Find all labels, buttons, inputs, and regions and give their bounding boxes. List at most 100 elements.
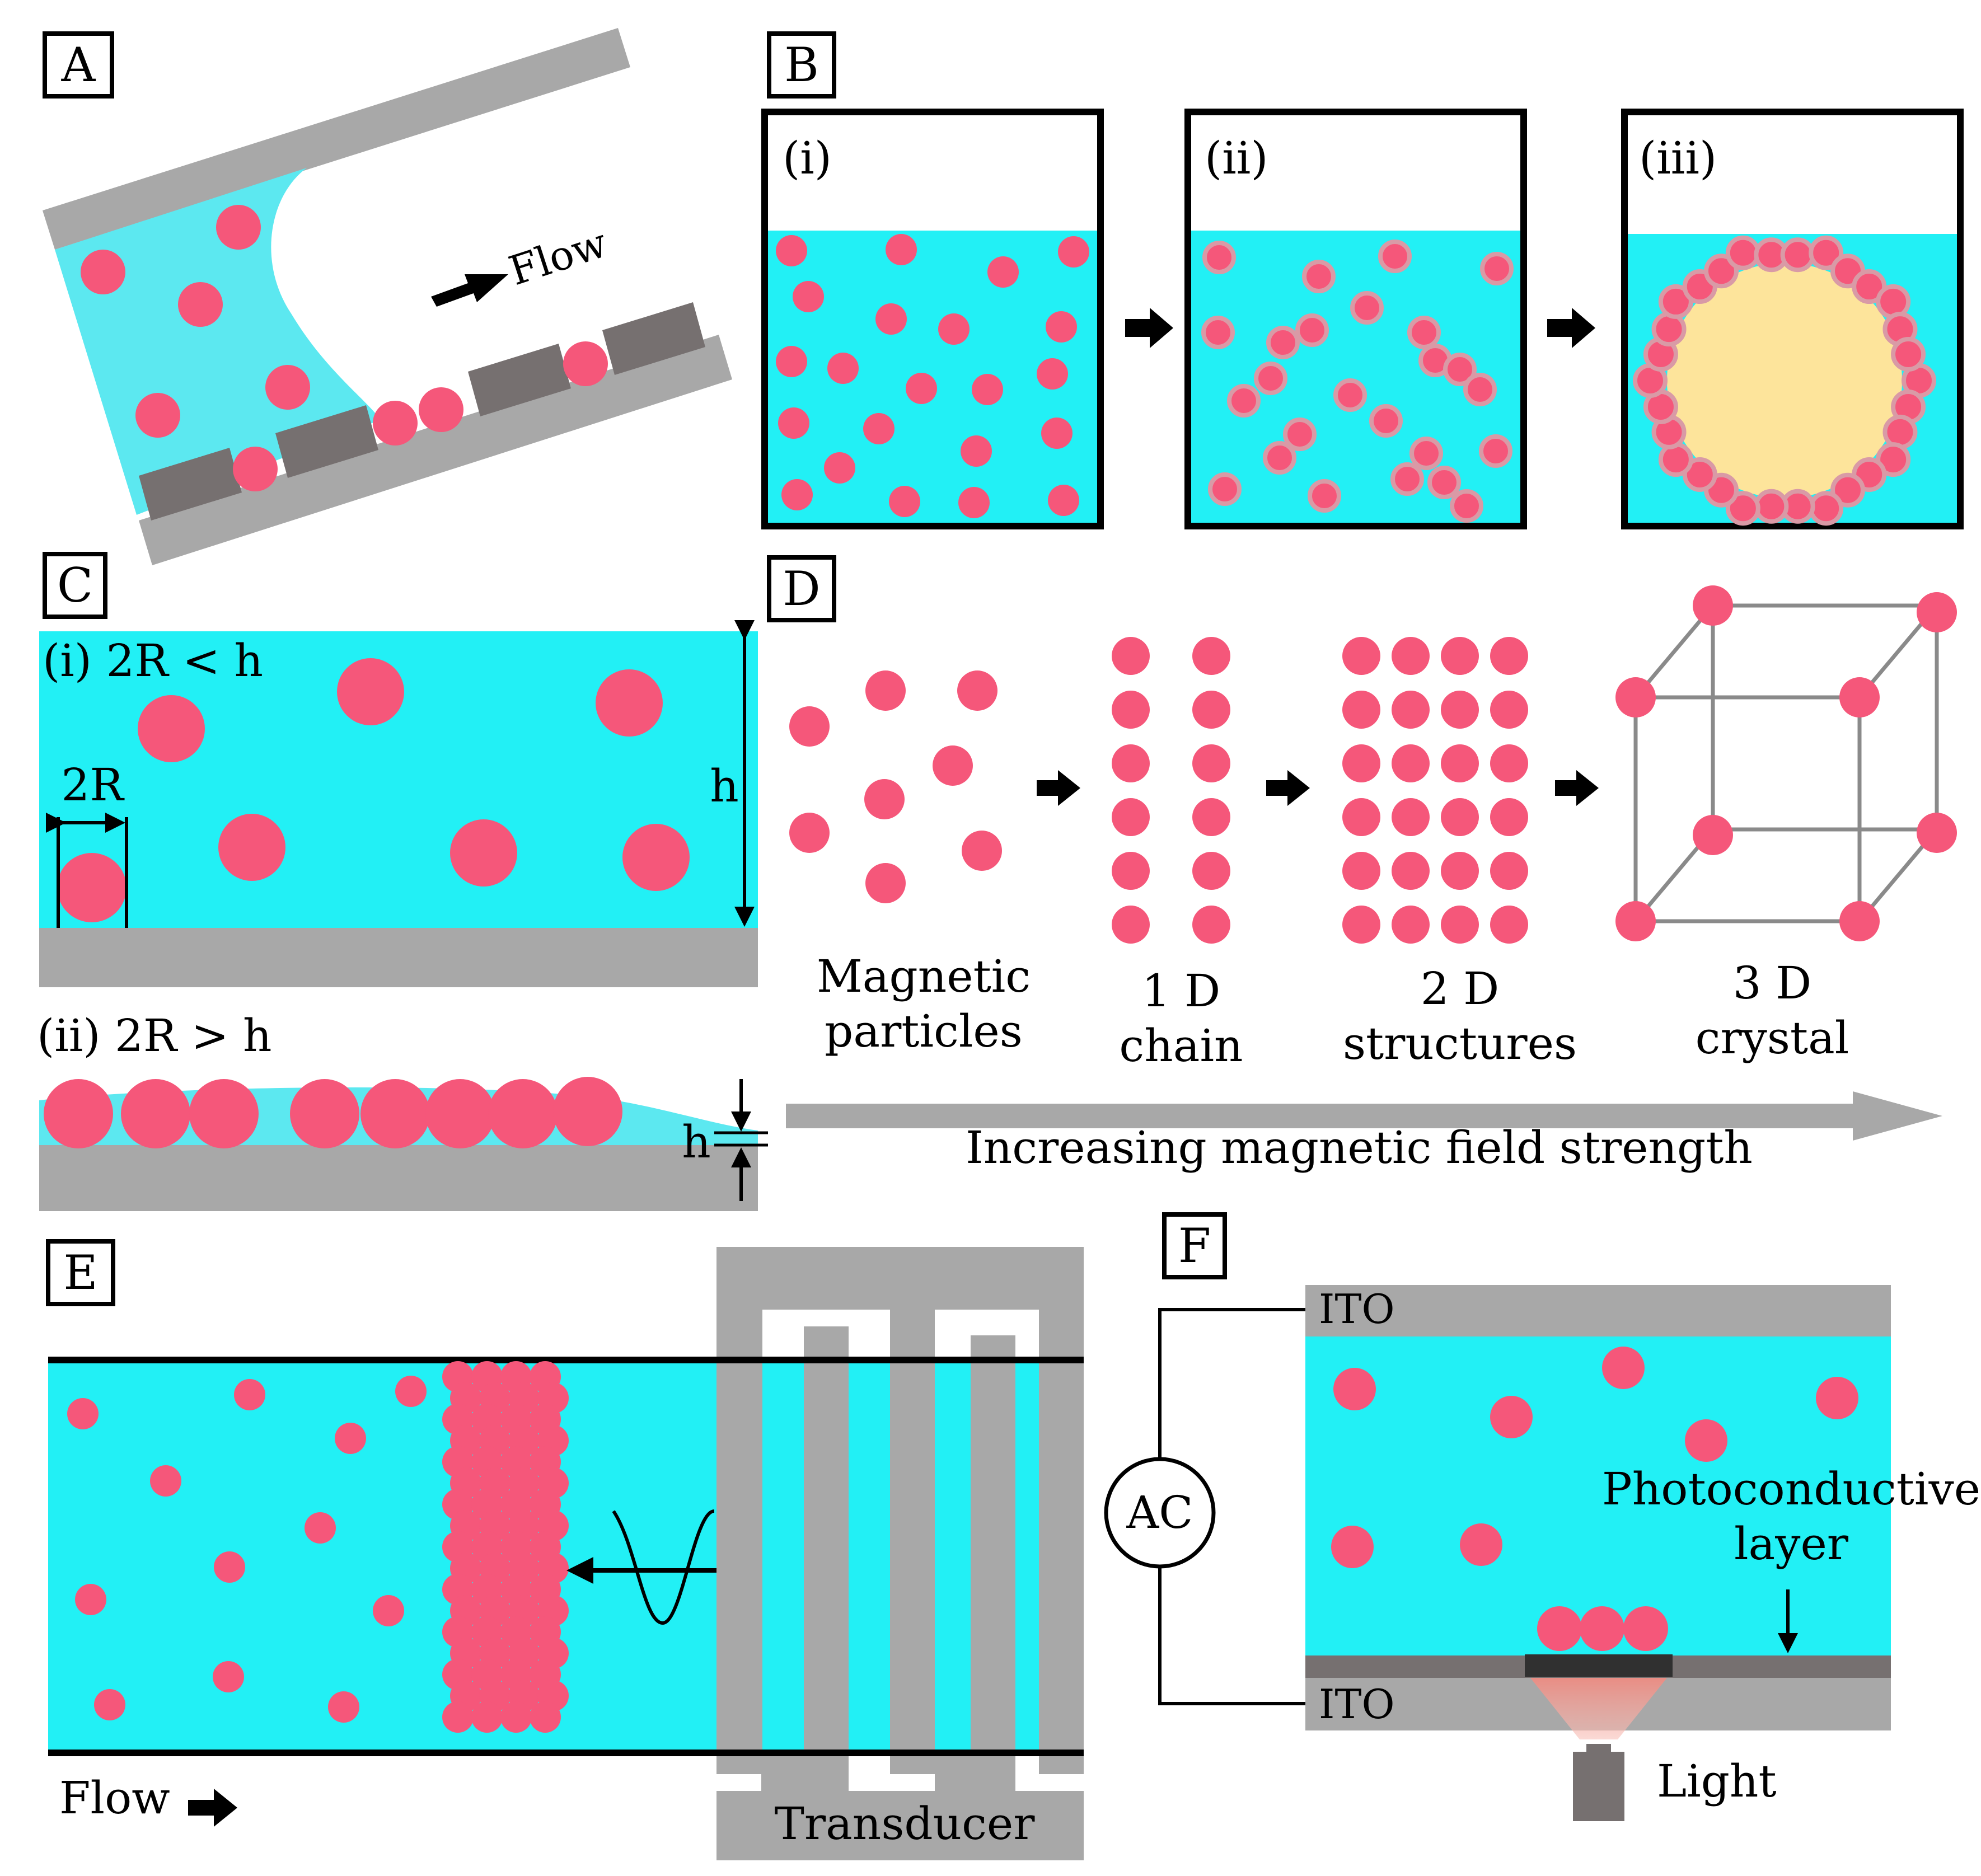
- height-label-c2: h: [682, 1116, 711, 1168]
- ito-top-label: ITO: [1319, 1286, 1395, 1333]
- particle: [442, 1701, 474, 1733]
- particle: [1809, 491, 1844, 526]
- particle: [530, 1701, 561, 1733]
- particle: [1192, 906, 1230, 944]
- case-i-label: (i) 2R < h: [43, 635, 263, 687]
- fluid-f: [1305, 1336, 1891, 1655]
- transducer-label: Transducer: [775, 1798, 1036, 1850]
- particle: [233, 447, 278, 491]
- step-arrow-icon: [1125, 308, 1173, 348]
- electrode: [275, 405, 378, 478]
- particle: [1490, 637, 1528, 675]
- panel-f-label-box: [1162, 1212, 1227, 1279]
- 2d-structures: [1342, 637, 1528, 944]
- particle: [1704, 254, 1739, 289]
- particle: [1852, 269, 1887, 304]
- particle: [1392, 691, 1430, 729]
- particle: [135, 393, 180, 438]
- particle: [471, 1701, 503, 1733]
- acoustic-particle-band: [442, 1361, 569, 1733]
- particle: [1725, 235, 1760, 270]
- particle: [1830, 472, 1865, 508]
- electrode: [468, 344, 571, 416]
- wire-top: [1158, 1308, 1305, 1458]
- light-label: Light: [1657, 1755, 1777, 1807]
- caption-crystal-2: crystal: [1696, 1012, 1849, 1064]
- caption-chain-2: chain: [1119, 1020, 1243, 1072]
- particle: [419, 387, 463, 432]
- panel-c: C (i) 2R < h 2R h (ii) 2R > h h: [37, 552, 768, 1211]
- panel-e: E Flow Transducer: [46, 1239, 1084, 1860]
- box-iii: (iii): [1621, 109, 1964, 529]
- particle: [1876, 442, 1911, 477]
- particle: [1342, 906, 1380, 944]
- 3d-crystal: [1615, 585, 1957, 941]
- caption-crystal-1: 3 D: [1733, 957, 1811, 1009]
- panel-b-label: B: [784, 37, 819, 92]
- particle: [1490, 744, 1528, 782]
- particle: [1342, 637, 1380, 675]
- ito-bottom-label: ITO: [1319, 1681, 1395, 1728]
- particle: [373, 401, 418, 445]
- step-arrow-icon: [1266, 770, 1310, 806]
- field-strength-label: Increasing magnetic field strength: [966, 1122, 1753, 1174]
- particle: [1392, 798, 1430, 836]
- particle: [1342, 852, 1380, 890]
- case-ii-label: (ii) 2R > h: [37, 1010, 272, 1062]
- step-arrow-icon: [1547, 308, 1595, 348]
- transducer: [716, 1247, 1084, 1860]
- caption-particles-2: particles: [825, 1005, 1023, 1057]
- diameter-label: 2R: [61, 759, 125, 811]
- panel-e-label-box: [46, 1239, 115, 1306]
- panel-a-label: A: [61, 37, 96, 92]
- height-label-c1: h: [710, 760, 739, 812]
- step-i-label: (i): [783, 132, 832, 184]
- substrate-c1: [39, 928, 758, 987]
- particle: [1342, 798, 1380, 836]
- panel-c-label-box: [43, 552, 107, 619]
- particle: [563, 341, 608, 386]
- particle: [1441, 691, 1479, 729]
- photoconductive-label-1: Photoconductive: [1602, 1463, 1980, 1515]
- panel-f-label: F: [1178, 1218, 1211, 1273]
- particle: [1192, 798, 1230, 836]
- particle: [500, 1701, 532, 1733]
- particle: [1780, 237, 1815, 273]
- panel-d-label: D: [783, 561, 820, 616]
- particle: [1441, 798, 1479, 836]
- particle: [1342, 691, 1380, 729]
- particle: [1392, 852, 1430, 890]
- particle: [1392, 906, 1430, 944]
- particle: [1725, 491, 1760, 526]
- droplet: [1667, 263, 1902, 498]
- tilted-channel: [43, 28, 732, 565]
- particle: [1891, 337, 1926, 372]
- particle: [178, 282, 223, 327]
- box-iii-frame: [1621, 109, 1964, 529]
- ac-source-icon: [1104, 1457, 1216, 1569]
- particle: [1112, 637, 1150, 675]
- caption-structures-2: structures: [1343, 1017, 1577, 1070]
- flow-arrow-icon: [431, 274, 508, 307]
- photoconductive-label-2: layer: [1734, 1518, 1849, 1570]
- particle: [1441, 852, 1479, 890]
- substrate-c2: [39, 1145, 758, 1211]
- particle: [1192, 744, 1230, 782]
- light-beam: [1530, 1678, 1667, 1739]
- magnetic-particles: [789, 670, 1002, 903]
- panel-c-label: C: [57, 558, 93, 613]
- step-arrow-icon: [1555, 770, 1599, 806]
- box-ii: (ii): [1184, 109, 1527, 529]
- flow-label-e: Flow: [59, 1772, 170, 1824]
- box-i-frame: [761, 109, 1104, 529]
- particle: [1490, 691, 1528, 729]
- particle: [1441, 637, 1479, 675]
- step-ii-label: (ii): [1205, 132, 1268, 184]
- particle: [81, 250, 125, 294]
- panel-b-label-box: [767, 31, 836, 99]
- particle-ring: [1633, 235, 1936, 526]
- particle: [1658, 284, 1693, 319]
- light-source-icon: [1573, 1752, 1624, 1821]
- particle: [1112, 744, 1150, 782]
